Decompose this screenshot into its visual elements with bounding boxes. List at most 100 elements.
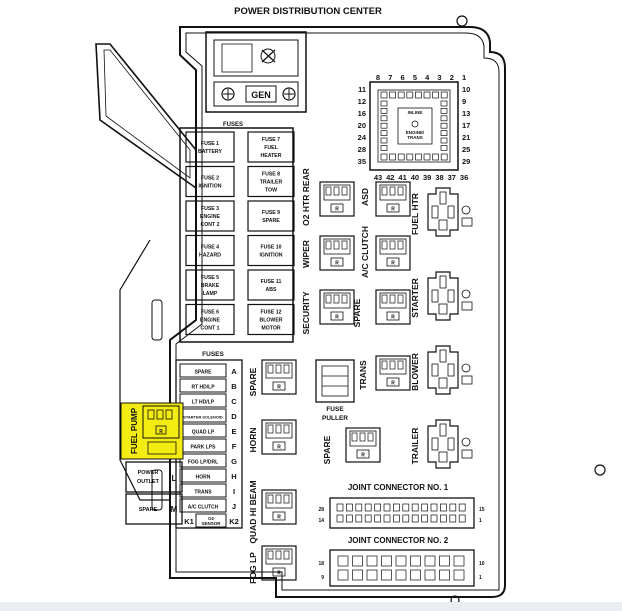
minifuse-a: SPARE A [179, 363, 237, 378]
relay-o2-htr-rear-label: O2 HTR REAR [301, 168, 311, 226]
minifuse-j-letter: J [232, 502, 236, 511]
large-fuse-3-line-2: CONT 2 [200, 222, 219, 228]
minifuse-b-letter: B [231, 382, 237, 391]
large-fuse-8-line-2: TOW [265, 188, 277, 194]
minifuse-i-letter: I [233, 487, 235, 496]
conn-top-num-8: 8 [376, 73, 380, 82]
o2-sensor-label-2: SENSOR [201, 521, 221, 526]
joint1-pin-tr: 15 [479, 507, 485, 513]
minifuse-b: RT HD/LP B [179, 378, 237, 393]
conn-bottom-num-43: 43 [374, 173, 382, 182]
minifuse-i: TRANS I [179, 483, 235, 498]
relay-quad-hi-beam: R QUAD HI BEAM [248, 480, 297, 544]
conn-left-num-11: 11 [358, 85, 366, 94]
conn-left-num-28: 28 [358, 145, 366, 154]
large-fuse-3-line-1: ENGINE [200, 214, 220, 220]
large-fuse-8-line-0: FUSE 8 [262, 172, 280, 178]
conn-right-num-9: 9 [462, 97, 466, 106]
large-fuse-6-line-1: ENGINE [200, 318, 220, 324]
large-fuse-12-line-2: MOTOR [261, 326, 280, 332]
relay-fuel-htr-label: FUEL HTR [410, 193, 420, 235]
relay-trailer-label: TRAILER [410, 428, 420, 465]
large-fuse-7-line-0: FUSE 7 [262, 137, 280, 143]
k1-label: K1 [184, 517, 194, 526]
joint-connector-1: JOINT CONNECTOR NO. 1 28 14 15 1 [318, 483, 485, 529]
large-fuse-2-line-1: IGNITION [198, 184, 221, 190]
large-fuse-6 [185, 303, 235, 336]
relay-o2-htr-rear: RO2 HTR REAR [301, 168, 355, 226]
minifuse-a-letter: A [231, 367, 237, 376]
relay-starter: STARTER [410, 271, 473, 321]
minifuse-d-label: STARTER SOLENOID [183, 414, 223, 419]
k2-label: K2 [229, 517, 239, 526]
relay-spare-mid-pin-mark: R [391, 315, 395, 321]
engine-label: ENGINE/ [406, 130, 425, 135]
minifuse-j: A/C CLUTCH J [179, 498, 236, 513]
large-fuse-6-line-2: CONT 1 [200, 326, 219, 332]
conn-bottom-num-41: 41 [398, 173, 406, 182]
conn-left-num-20: 20 [358, 121, 366, 130]
large-fuse-4-line-1: HAZARD [199, 253, 221, 259]
conn-top-num-5: 5 [413, 73, 417, 82]
large-fuse-9 [247, 200, 295, 232]
relay-quad-hi-beam-label: QUAD HI BEAM [248, 480, 258, 543]
minifuse-f-letter: F [232, 442, 237, 451]
minifuse-e-letter: E [231, 427, 236, 436]
conn-top-num-6: 6 [401, 73, 405, 82]
conn-bottom-num-37: 37 [448, 173, 456, 182]
minifuse-a-label: SPARE [195, 369, 213, 375]
large-fuse-3 [185, 200, 235, 232]
conn-right-num-10: 10 [462, 85, 470, 94]
joint2-pin-tr: 10 [479, 561, 485, 567]
fuel-pump-label: FUEL PUMP [130, 407, 139, 454]
minifuse-b-label: RT HD/LP [191, 384, 215, 390]
large-fuse-1-line-0: FUSE 1 [201, 141, 219, 147]
conn-bottom-num-38: 38 [435, 173, 443, 182]
relay-trans-pin-mark: R [391, 381, 395, 387]
spare-box-label: SPARE [139, 507, 158, 513]
joint2-pin-tl: 18 [318, 561, 324, 567]
large-fuse-10 [247, 234, 295, 267]
relay-security-pin-mark: R [335, 315, 339, 321]
relay-quad-hi-beam-pin-mark: R [277, 515, 281, 521]
relay-wiper-label: WIPER [301, 240, 311, 268]
relay-horn-pin-mark: R [277, 445, 281, 451]
minifuse-i-label: TRANS [194, 489, 212, 495]
minifuse-j-label: A/C CLUTCH [188, 504, 219, 510]
joint2-label: JOINT CONNECTOR NO. 2 [348, 536, 449, 545]
bottom-strip [0, 602, 622, 611]
fuse-puller: FUSE PULLER [315, 359, 355, 422]
mounting-arm-inner [103, 49, 191, 179]
conn-right-num-29: 29 [462, 157, 470, 166]
side-slot [151, 469, 163, 511]
minifuse-h-letter: H [231, 472, 236, 481]
minifuse-c-letter: C [231, 397, 237, 406]
large-fuse-5-line-2: LAMP [203, 291, 218, 297]
large-fuse-12-line-1: BLOWER [259, 318, 282, 324]
fuel-pump-pin-mark: R [159, 429, 163, 435]
relay-starter-label: STARTER [410, 278, 420, 318]
mount-hole-tr [456, 15, 468, 27]
conn-left-num-16: 16 [358, 109, 366, 118]
power-outlet-letter: L [172, 474, 177, 483]
conn-left-num-35: 35 [358, 157, 366, 166]
conn-bottom-num-39: 39 [423, 173, 431, 182]
large-fuse-5-line-0: FUSE 5 [201, 275, 219, 281]
generator-label: GEN [251, 90, 271, 100]
minifuse-f-label: PARK LPS [191, 444, 217, 450]
joint-connector-2: JOINT CONNECTOR NO. 2 18 9 10 1 [318, 536, 485, 587]
joint2-pin-bl: 9 [321, 575, 324, 581]
spare-box-letter: M [171, 505, 178, 514]
